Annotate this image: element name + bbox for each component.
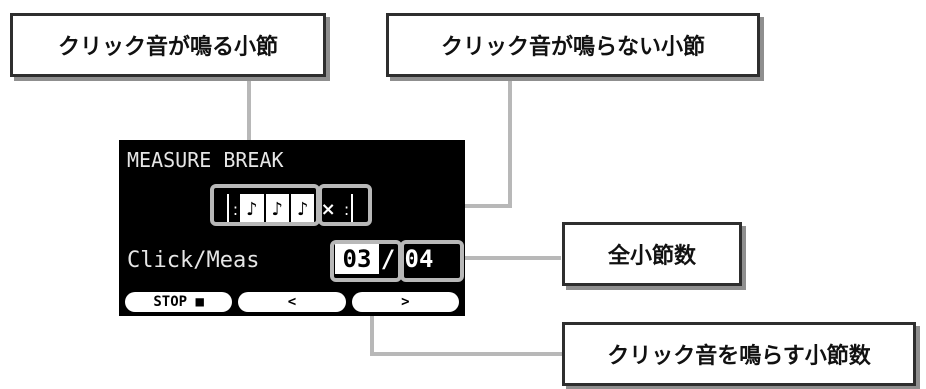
click-measure-3: ♪: [291, 194, 315, 224]
param-label: Click/Meas: [127, 248, 260, 273]
connector-count-vertical: [370, 280, 374, 356]
pattern-end-repeat: :: [343, 199, 350, 219]
highlight-silent-measure: [318, 184, 372, 226]
note-icon: ♪: [271, 198, 284, 220]
connector-silent-vertical: [508, 80, 512, 208]
connector-count-horizontal: [370, 352, 562, 356]
click-measure-2: ♪: [265, 194, 289, 224]
value-separator: /: [380, 245, 396, 273]
pattern-start-repeat: :: [232, 199, 239, 219]
silent-measure: ×: [316, 194, 340, 224]
pattern-start-bar: [227, 194, 229, 224]
connector-total-horizontal: [461, 256, 561, 260]
prev-button[interactable]: <: [238, 292, 346, 312]
highlight-total-value: [400, 240, 464, 282]
callout-click-measures-count: クリック音を鳴らす小節数: [562, 322, 916, 386]
screen-title: MEASURE BREAK: [127, 148, 284, 172]
click-measure-1: ♪: [240, 194, 264, 224]
callout-silent-measure: クリック音が鳴らない小節: [386, 13, 760, 77]
measure-pattern: : ♪ ♪ ♪ × :: [227, 194, 355, 224]
cross-icon: ×: [320, 198, 336, 220]
note-icon: ♪: [246, 198, 258, 220]
highlight-click-measures: [210, 184, 320, 226]
highlight-click-value: [330, 240, 402, 282]
stop-button[interactable]: STOP ■: [125, 292, 233, 312]
note-icon: ♪: [296, 198, 309, 220]
lcd-screen: MEASURE BREAK : ♪ ♪ ♪ × : Click/Meas 03 …: [119, 140, 465, 316]
pattern-end-bar: [351, 194, 353, 224]
callout-total-measures: 全小節数: [562, 222, 742, 286]
callout-click-measure: クリック音が鳴る小節: [10, 13, 326, 77]
next-button[interactable]: >: [351, 292, 459, 312]
connector-click-vertical: [247, 80, 251, 190]
total-measures-value: 04: [404, 245, 434, 273]
click-measures-value[interactable]: 03: [335, 244, 379, 274]
softkey-bar: STOP ■ < >: [125, 292, 459, 312]
